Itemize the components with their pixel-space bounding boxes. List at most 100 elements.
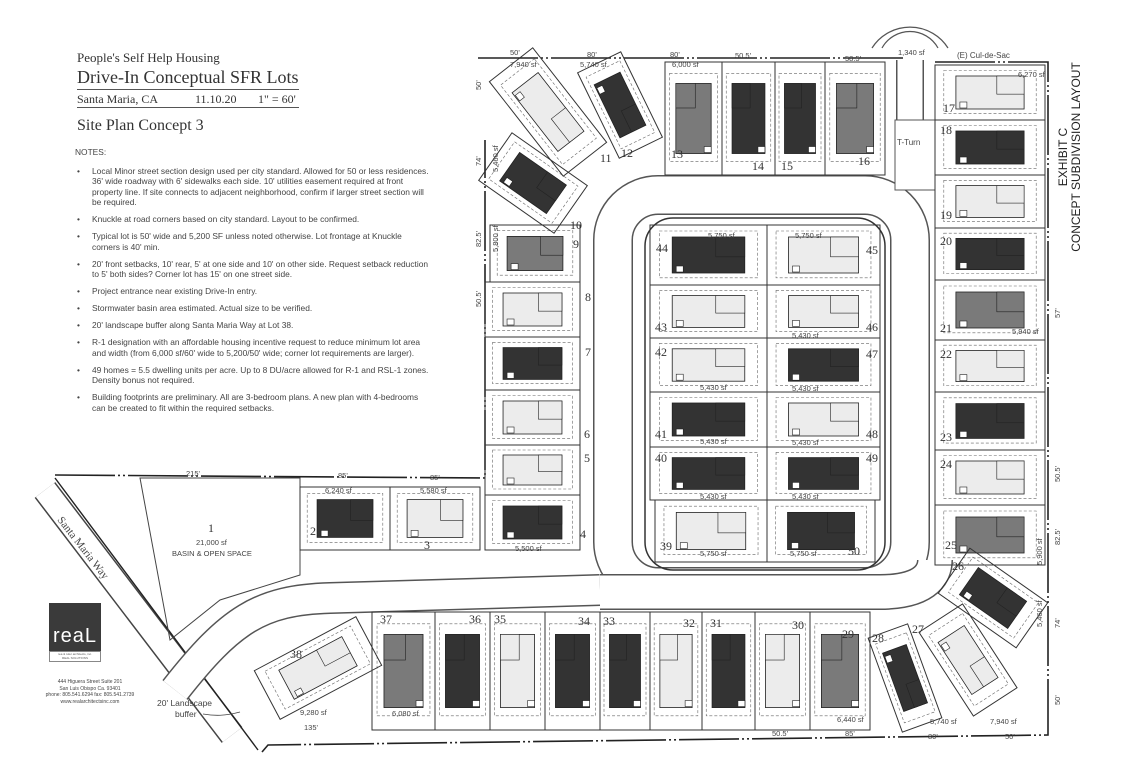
lot-number: 11 xyxy=(600,151,612,165)
lot-number: 34 xyxy=(578,614,590,628)
lot-number: 20 xyxy=(940,234,952,248)
porch xyxy=(792,265,800,273)
porch xyxy=(962,590,973,601)
lot-number: 41 xyxy=(655,427,667,441)
lot-42[interactable] xyxy=(649,337,768,393)
lot-48[interactable] xyxy=(766,391,881,448)
lot-number: 6 xyxy=(584,427,590,441)
lot-26[interactable] xyxy=(937,547,1049,649)
lot-11[interactable] xyxy=(488,47,608,177)
lot-44[interactable] xyxy=(649,224,768,286)
lot-2[interactable] xyxy=(299,486,391,551)
lot-boundary xyxy=(937,547,1049,649)
lot-boundary xyxy=(389,486,481,551)
lot-40[interactable] xyxy=(649,446,768,501)
lot-43[interactable] xyxy=(649,284,768,339)
lot-21[interactable] xyxy=(934,279,1046,341)
lot-16[interactable] xyxy=(824,61,886,176)
lot-28[interactable] xyxy=(867,623,943,733)
lot-49[interactable] xyxy=(766,446,881,501)
lot-number: 30 xyxy=(792,618,804,632)
house-wing xyxy=(996,403,1025,424)
divider xyxy=(77,107,299,108)
lot-47[interactable] xyxy=(766,337,881,393)
lot-32[interactable] xyxy=(649,611,703,731)
setback-line xyxy=(928,613,1009,707)
lot-23[interactable] xyxy=(934,391,1046,451)
house-wing xyxy=(538,505,563,525)
house-wing xyxy=(675,83,696,109)
lot-area: 5,940 sf xyxy=(1012,327,1040,336)
lot-34[interactable] xyxy=(544,611,601,731)
lot-7[interactable] xyxy=(484,336,581,391)
lot-number: 48 xyxy=(866,427,878,441)
lot-18[interactable] xyxy=(934,119,1046,176)
porch xyxy=(506,372,515,379)
lot-15[interactable] xyxy=(774,61,826,176)
porch xyxy=(582,700,590,707)
logo-tagline-text: REAL SOLUTIONS xyxy=(62,656,88,660)
lot-boundary xyxy=(766,499,876,563)
lot-number: 47 xyxy=(866,347,878,361)
lot-area: 9,280 sf xyxy=(300,708,328,717)
porch xyxy=(675,428,684,436)
organization-name: People's Self Help Housing xyxy=(77,50,220,65)
note-item: 20' front setbacks, 10' rear, 5' at one … xyxy=(77,259,430,280)
lot-22[interactable] xyxy=(934,339,1046,393)
lot-6[interactable] xyxy=(484,389,581,446)
lot-number: 17 xyxy=(943,101,955,115)
lot-50[interactable] xyxy=(766,499,876,563)
property-boundary xyxy=(54,57,1049,753)
setback-line xyxy=(875,632,936,724)
lot-33[interactable] xyxy=(599,611,651,731)
lot-boundary xyxy=(253,616,383,720)
lot-38[interactable] xyxy=(253,616,383,720)
cul-de-sac-arc xyxy=(871,26,949,49)
porch xyxy=(959,101,968,109)
lot-37[interactable] xyxy=(371,611,436,731)
lot-13[interactable] xyxy=(664,61,723,176)
lot-20[interactable] xyxy=(934,227,1046,281)
notes-list: Local Minor street section design used p… xyxy=(75,166,430,414)
lot-area: 5,430 sf xyxy=(792,492,820,501)
lot-12[interactable] xyxy=(576,51,664,159)
lot-3[interactable] xyxy=(389,486,481,551)
lot-8[interactable] xyxy=(484,281,581,338)
lot-29[interactable] xyxy=(809,611,871,731)
dimension: 57' xyxy=(1053,308,1062,318)
setback-line xyxy=(376,623,431,717)
lot-4[interactable] xyxy=(484,494,581,551)
divider xyxy=(77,89,299,90)
lot-17[interactable] xyxy=(934,64,1046,121)
lot-46[interactable] xyxy=(766,284,881,339)
house-wing xyxy=(765,634,785,661)
lot-35[interactable] xyxy=(489,611,546,731)
house-wing xyxy=(996,238,1025,256)
lot-5[interactable] xyxy=(484,444,581,496)
house-wing xyxy=(830,236,859,258)
lot-number: 28 xyxy=(872,631,884,645)
house-wing xyxy=(715,295,746,314)
lot-9[interactable] xyxy=(489,224,581,283)
lot-36[interactable] xyxy=(434,611,491,731)
lot-30[interactable] xyxy=(754,611,811,731)
note-item: Local Minor street section design used p… xyxy=(77,166,430,208)
lot-boundary xyxy=(934,504,1046,566)
note-item: Knuckle at road corners based on city st… xyxy=(77,214,430,225)
lot-25[interactable] xyxy=(934,504,1046,566)
lot-14[interactable] xyxy=(721,61,776,176)
lot-area-labels: 6,240 sf 5,580 sf 5,500 sf 5,800 sf 5,46… xyxy=(300,60,1046,726)
lot-45[interactable] xyxy=(766,224,881,286)
setback-line xyxy=(775,289,872,332)
lot-boundary xyxy=(918,603,1018,717)
dimension: 215' xyxy=(186,469,201,478)
setback-line xyxy=(549,623,596,717)
dimension: 82.5' xyxy=(1053,528,1062,545)
house-wing xyxy=(821,634,843,661)
lot-39[interactable] xyxy=(654,499,768,563)
lot-24[interactable] xyxy=(934,449,1046,506)
lot-27[interactable] xyxy=(918,603,1018,717)
logo-wordmark: reaL xyxy=(52,625,98,647)
porch xyxy=(510,263,519,270)
